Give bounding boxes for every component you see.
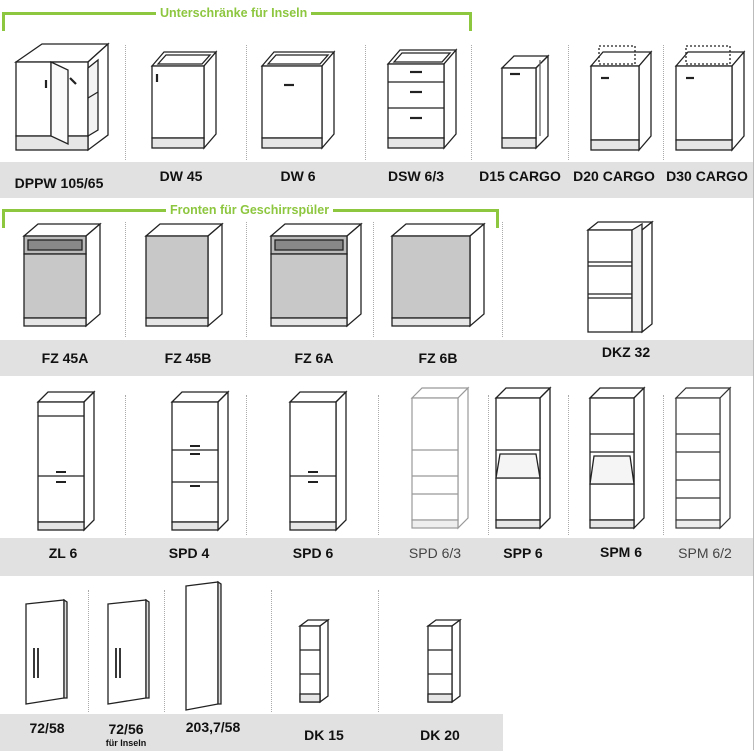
- separator: [246, 45, 247, 160]
- separator: [373, 222, 374, 337]
- separator: [488, 395, 489, 535]
- base-cabinet-icon: [150, 50, 218, 150]
- open-shelf-icon: [298, 618, 330, 704]
- label-dk15: DK 15: [304, 727, 344, 743]
- separator: [125, 45, 126, 160]
- separator: [271, 590, 272, 712]
- separator: [502, 222, 503, 337]
- label-d20: D20 CARGO: [573, 168, 655, 184]
- dishwasher-front-icon: [144, 222, 224, 328]
- separator: [378, 395, 379, 535]
- group-title-unterschraenke: Unterschränke für Inseln: [156, 6, 312, 20]
- label-spm6: SPM 6: [599, 544, 643, 560]
- oven-cabinet-icon: [674, 386, 732, 530]
- dishwasher-front-icon: [269, 222, 363, 328]
- label-spd4: SPD 4: [168, 545, 210, 561]
- oven-cabinet-icon: [588, 386, 646, 530]
- door-panel-icon: [185, 580, 222, 711]
- separator: [246, 395, 247, 535]
- label-dw6: DW 6: [280, 168, 316, 184]
- label-band-row1: [0, 162, 754, 198]
- open-shelf-icon: [586, 220, 654, 334]
- cargo-cabinet-icon: [674, 45, 746, 152]
- separator: [125, 395, 126, 535]
- label-spd63: SPD 6/3: [408, 545, 462, 561]
- label-band-row3: [0, 538, 754, 576]
- tall-cabinet-icon: [288, 390, 348, 532]
- label-zl6: ZL 6: [48, 545, 78, 561]
- door-panel-icon: [107, 598, 150, 705]
- dishwasher-front-icon: [22, 222, 102, 328]
- label-p7256-sub: für Inseln: [105, 738, 147, 748]
- separator: [88, 590, 89, 712]
- cargo-cabinet-icon: [500, 54, 550, 150]
- label-fz45a: FZ 45A: [41, 350, 89, 366]
- dishwasher-front-icon: [390, 222, 486, 328]
- separator: [365, 45, 366, 160]
- group-title-fronten: Fronten für Geschirrspüler: [166, 203, 334, 217]
- label-d30: D30 CARGO: [666, 168, 748, 184]
- corner-base-cabinet-icon: [13, 42, 110, 152]
- label-p7256: 72/56: [108, 721, 144, 737]
- label-dppw: DPPW 105/65: [14, 175, 104, 191]
- label-dsw: DSW 6/3: [387, 168, 445, 184]
- separator: [471, 45, 472, 160]
- tall-cabinet-icon: [494, 386, 552, 530]
- separator: [568, 45, 569, 160]
- separator: [378, 590, 379, 712]
- tall-cabinet-icon: [410, 386, 470, 530]
- separator: [125, 222, 126, 337]
- separator: [663, 395, 664, 535]
- separator: [568, 395, 569, 535]
- cargo-cabinet-icon: [589, 45, 653, 152]
- separator: [164, 590, 165, 712]
- label-p7258: 72/58: [29, 720, 65, 736]
- label-p20375: 203,7/58: [185, 719, 241, 735]
- tall-cabinet-icon: [170, 390, 230, 532]
- label-band-row2: [0, 340, 754, 376]
- label-band-row4: [0, 714, 503, 751]
- label-dk20: DK 20: [420, 727, 460, 743]
- label-dw45: DW 45: [159, 168, 203, 184]
- label-d15: D15 CARGO: [479, 168, 561, 184]
- open-shelf-icon: [426, 618, 462, 704]
- base-cabinet-icon: [260, 50, 336, 150]
- door-panel-icon: [25, 598, 68, 705]
- separator: [663, 45, 664, 160]
- label-dkz32: DKZ 32: [601, 344, 651, 360]
- drawer-cabinet-icon: [386, 48, 458, 150]
- tall-cabinet-icon: [36, 390, 96, 532]
- label-fz6a: FZ 6A: [294, 350, 334, 366]
- separator: [246, 222, 247, 337]
- label-fz6b: FZ 6B: [418, 350, 458, 366]
- label-fz45b: FZ 45B: [164, 350, 212, 366]
- label-spp6: SPP 6: [503, 545, 543, 561]
- label-spd6: SPD 6: [292, 545, 334, 561]
- label-spm62: SPM 6/2: [678, 545, 732, 561]
